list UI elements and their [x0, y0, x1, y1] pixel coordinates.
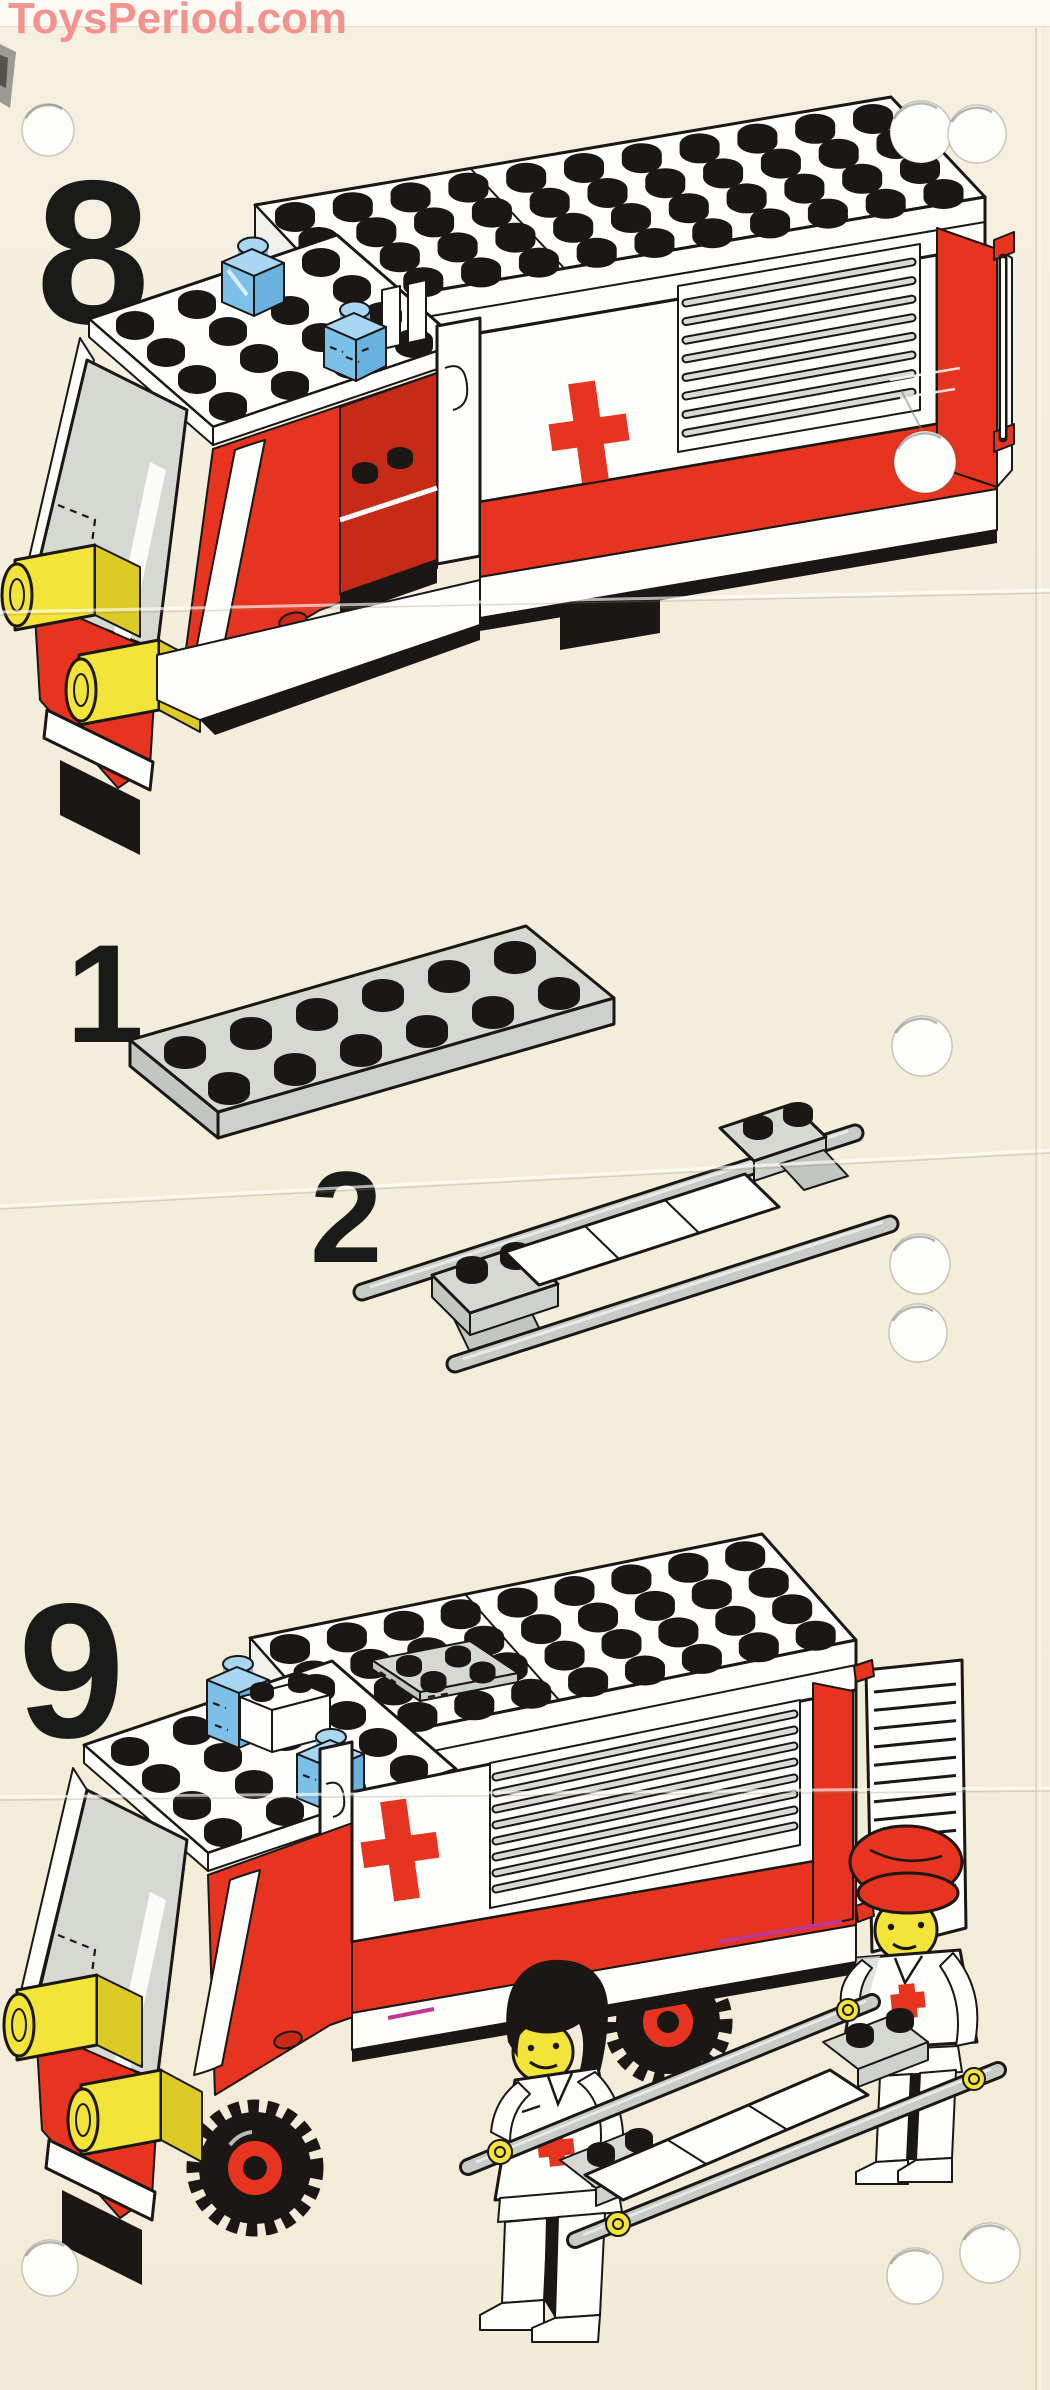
stretcher-far-bar — [459, 1993, 881, 2176]
step-8-section: 8 — [0, 95, 1015, 855]
plate-studs — [396, 1645, 496, 1693]
plate-studs — [846, 2008, 914, 2048]
plate-studs — [164, 941, 580, 1105]
headlight-brick — [0, 543, 141, 638]
step-2-section: 2 — [310, 1102, 900, 1374]
paper-tear-mark — [0, 44, 16, 108]
cab-roof-plate — [87, 233, 463, 446]
stretcher-deck — [503, 1172, 781, 1287]
brick-studs — [250, 1673, 312, 1702]
headlight-brick — [66, 2068, 203, 2163]
step-9-section: 9 — [2, 1532, 1007, 2343]
rear-door-handle — [993, 231, 1015, 488]
red-cap — [848, 1824, 964, 1915]
hair — [506, 1959, 609, 2091]
cab-side-panel — [179, 372, 438, 694]
red-cross-icon — [548, 380, 630, 484]
stretcher-near-bar — [445, 1214, 900, 1374]
gray-plate-2x2 — [371, 1640, 519, 1702]
stretcher-right-plate — [718, 1102, 849, 1191]
headlight-brick — [2, 1973, 143, 2068]
cab-roof-studs — [116, 248, 433, 421]
gray-plate-2x6 — [128, 924, 616, 1140]
carried-stretcher — [459, 1993, 1007, 2249]
body-side-panel — [350, 1682, 858, 2062]
body-side-panel — [156, 227, 998, 735]
step-2-number: 2 — [310, 1144, 382, 1290]
stretcher-near-bar — [566, 2061, 1007, 2249]
grille-bars — [681, 257, 917, 438]
page-top-edge — [0, 0, 1050, 27]
white-brick-1x2 — [239, 1673, 331, 1753]
blue-light-brick — [323, 300, 387, 382]
roof-studs — [270, 1541, 836, 1744]
gripping-hands — [487, 1998, 986, 2237]
grille-bars — [491, 1709, 799, 1894]
punch-holes — [21, 100, 1021, 2305]
red-cross-icon — [360, 1798, 440, 1902]
rear-shutter-grille — [677, 243, 921, 453]
blue-light-brick — [221, 236, 285, 317]
stretcher-assembly — [352, 1102, 900, 1374]
roof-plates — [248, 1532, 858, 1796]
step-1-section: 1 — [66, 915, 616, 1140]
plate-studs — [587, 2128, 653, 2167]
interior-studs — [352, 447, 413, 484]
ambulance-step-8 — [0, 95, 1015, 855]
legs — [479, 2187, 623, 2343]
ambulance-step-9 — [2, 1532, 968, 2285]
rear-corner-stripe — [812, 1682, 854, 1928]
rear-shutter-grille — [489, 1699, 801, 1909]
front-wheel — [186, 2099, 324, 2237]
fold-creases — [0, 28, 1050, 2390]
stretcher-right-plate — [822, 2008, 929, 2088]
watermark-text: ToysPeriod.com — [8, 0, 348, 43]
plate-studs — [743, 1102, 813, 1140]
